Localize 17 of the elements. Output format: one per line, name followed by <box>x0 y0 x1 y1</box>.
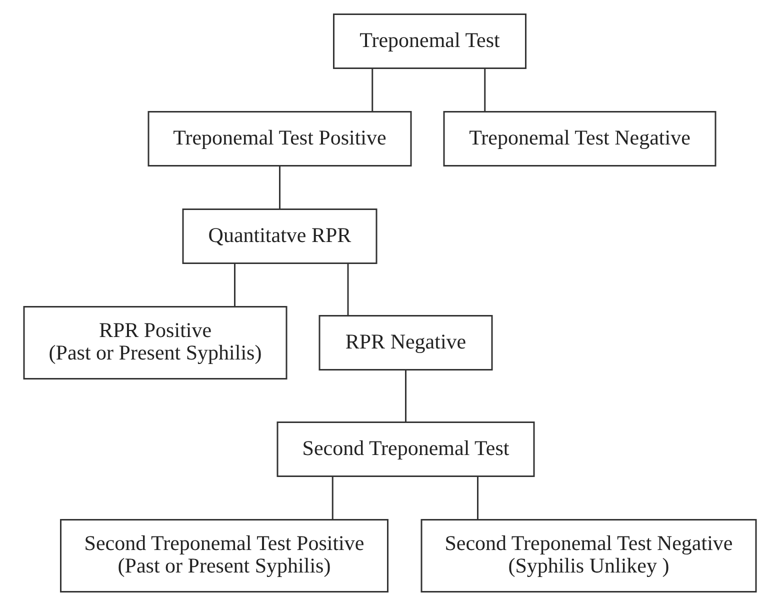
connector <box>484 68 486 112</box>
node-box: RPR Positive (Past or Present Syphilis) <box>23 306 288 380</box>
connector <box>372 68 374 112</box>
connector <box>477 476 478 520</box>
node-box: Second Treponemal Test Positive (Past or Present Syphilis) <box>60 519 388 592</box>
connector <box>279 166 280 210</box>
node-box: Treponemal Test <box>333 14 526 69</box>
node-box: Second Treponemal Test Negative (Syphilis Unlikey ) <box>420 519 757 592</box>
node-box: Treponemal Test Positive <box>148 111 412 166</box>
node-box: Second Treponemal Test <box>276 422 535 477</box>
node-box: RPR Negative <box>318 315 493 370</box>
node-box: Quantitatve RPR <box>182 208 378 264</box>
connector <box>332 476 334 520</box>
connector <box>234 264 236 307</box>
node-box: Treponemal Test Negative <box>443 111 716 166</box>
connector <box>347 264 349 316</box>
connector <box>405 370 406 422</box>
